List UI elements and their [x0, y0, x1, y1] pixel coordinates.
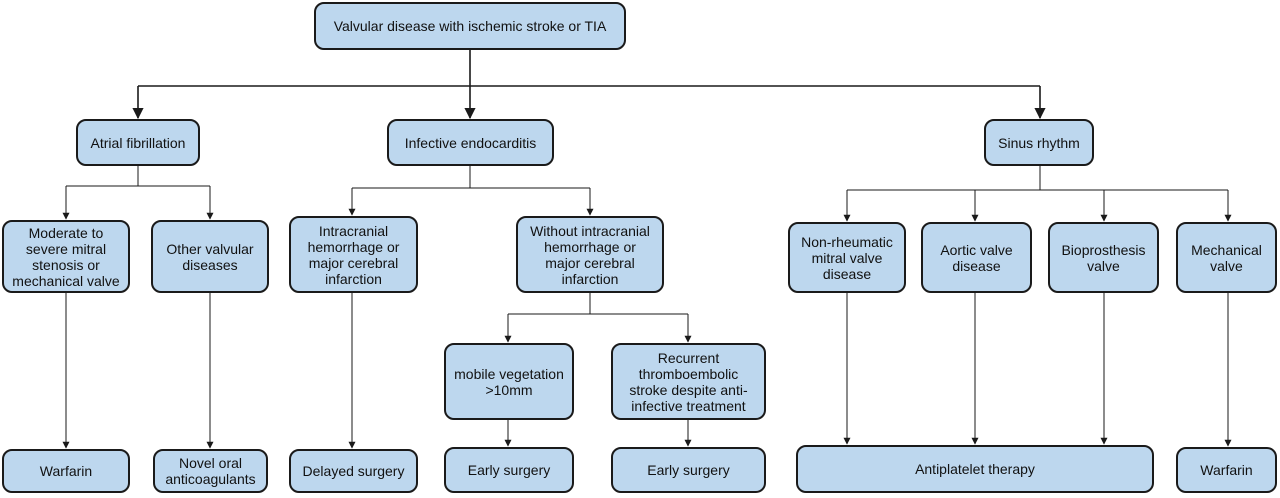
antiplatelet-therapy-node: Antiplatelet therapy	[796, 445, 1154, 493]
non-rheumatic-mitral-node: Non-rheumatic mitral valve disease	[788, 222, 906, 293]
atrial-fibrillation-node: Atrial fibrillation	[76, 119, 200, 166]
without-hemorrhage-node: Without intracranial hemorrhage or major…	[516, 216, 664, 293]
recurrent-thromboembolic-node: Recurrent thromboembolic stroke despite …	[611, 343, 766, 420]
mobile-vegetation-node: mobile vegetation >10mm	[444, 343, 574, 420]
aortic-valve-node: Aortic valve disease	[921, 222, 1032, 293]
bioprosthesis-valve-node: Bioprosthesis valve	[1048, 222, 1159, 293]
warfarin-outcome-af: Warfarin	[2, 449, 130, 493]
other-valvular-diseases-node: Other valvular diseases	[151, 220, 269, 293]
mitral-stenosis-node: Moderate to severe mitral stenosis or me…	[2, 220, 130, 293]
infective-endocarditis-node: Infective endocarditis	[387, 119, 554, 166]
warfarin-outcome-sr: Warfarin	[1176, 447, 1277, 493]
sinus-rhythm-node: Sinus rhythm	[984, 119, 1094, 166]
mechanical-valve-node: Mechanical valve	[1176, 222, 1277, 293]
intracranial-hemorrhage-node: Intracranial hemorrhage or major cerebra…	[289, 216, 418, 293]
early-surgery-node-2: Early surgery	[611, 447, 766, 493]
early-surgery-node-1: Early surgery	[444, 447, 574, 493]
delayed-surgery-node: Delayed surgery	[289, 449, 418, 493]
root-node: Valvular disease with ischemic stroke or…	[314, 2, 626, 50]
noac-outcome-node: Novel oral anticoagulants	[153, 449, 268, 493]
